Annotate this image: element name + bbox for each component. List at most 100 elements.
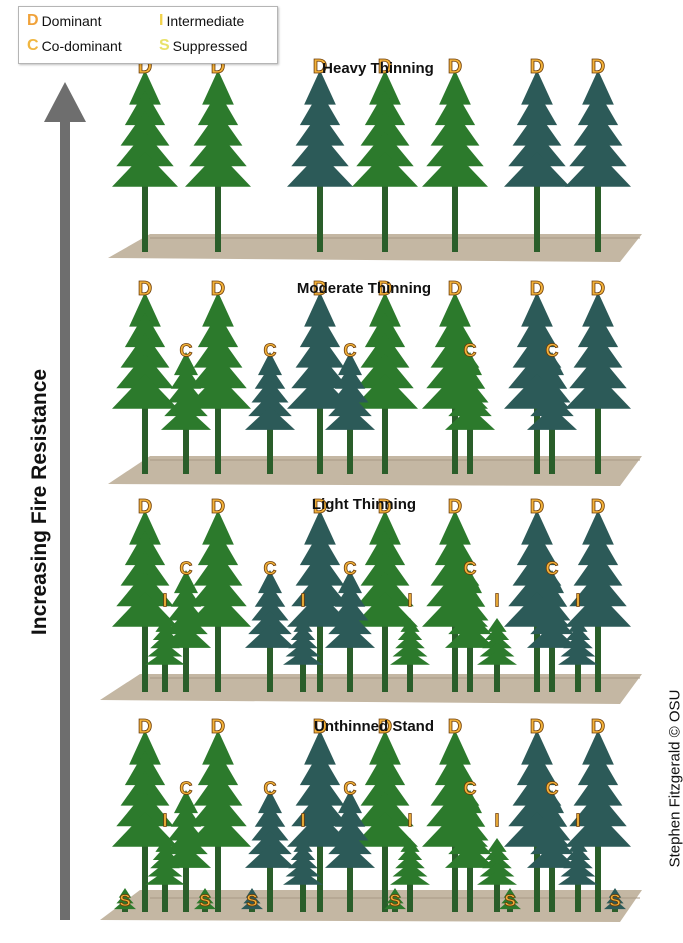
- tree-trunk: [382, 151, 388, 252]
- legend-item-suppressed: S Suppressed: [159, 37, 247, 55]
- tree-class-letter: D: [138, 278, 152, 300]
- tree-crown-tier: [331, 597, 369, 621]
- tree-crown-tier: [388, 888, 402, 898]
- tree-trunk: [347, 844, 353, 912]
- tree-crown-tier: [573, 551, 623, 586]
- tree-class-letter: D: [313, 496, 327, 518]
- tree-class-letter: D: [448, 496, 462, 518]
- tree-class-letter: C: [464, 340, 477, 360]
- tree-class-letter: C: [464, 558, 477, 578]
- ground-plot: [108, 456, 642, 486]
- tree-crown-tier: [360, 771, 410, 806]
- tree-class-letter: I: [575, 810, 580, 830]
- tree-crown-tier: [129, 510, 161, 545]
- tree-i-spruce: I: [145, 590, 185, 692]
- tree-class-letter: C: [180, 558, 193, 578]
- tree-trunk: [317, 811, 323, 912]
- tree-crown-tier: [334, 365, 366, 389]
- tree-crown-tier: [304, 730, 336, 765]
- tree-crown-tier: [283, 870, 323, 885]
- tree-crown-tier: [120, 771, 170, 806]
- tree-trunk: [347, 406, 353, 474]
- tree-crown-tier: [563, 854, 593, 869]
- tree-crown-tier: [558, 650, 598, 665]
- tree-class-letter: C: [264, 340, 277, 360]
- tree-trunk: [267, 624, 273, 692]
- tree-crown-tier: [422, 152, 488, 187]
- tree-crown-tier: [560, 642, 596, 657]
- tree-crown-tier: [290, 846, 316, 861]
- tree-crown-tier: [251, 379, 289, 403]
- tree-class-letter: D: [378, 496, 392, 518]
- tree-crown-tier: [439, 730, 471, 765]
- tree-class-letter: D: [211, 716, 225, 738]
- tree-crown-tier: [527, 844, 577, 868]
- tree-class-letter: D: [378, 716, 392, 738]
- tree-crown-tier: [174, 570, 198, 594]
- tree-crown-tier: [167, 379, 205, 403]
- tree-crown-tier: [331, 817, 369, 841]
- tree-crown-tier: [167, 817, 205, 841]
- tree-crown-tier: [147, 862, 183, 877]
- tree-crown-tier: [573, 111, 623, 146]
- tree-c-fir: C: [527, 340, 577, 474]
- tree-crown-tier: [193, 771, 243, 806]
- tree-trunk: [300, 650, 306, 692]
- tree-crown-tier: [155, 838, 175, 852]
- tree-d-spruce: D: [112, 278, 178, 474]
- tree-trunk: [467, 844, 473, 912]
- tree-c-fir: C: [325, 778, 375, 912]
- tree-c-fir: C: [245, 778, 295, 912]
- tree-crown-tier: [560, 862, 596, 877]
- tree-trunk: [215, 151, 221, 252]
- tree-crown-tier: [540, 352, 564, 376]
- tree-crown-tier: [258, 570, 282, 594]
- tree-crown-tier: [448, 831, 492, 855]
- tree-crown-tier: [116, 131, 174, 167]
- tree-crown-tier: [167, 597, 205, 621]
- tree-crown-tier: [293, 618, 313, 632]
- tree-crown-tier: [124, 312, 166, 348]
- tree-crown-tier: [516, 530, 558, 566]
- tree-crown-tier: [299, 312, 341, 348]
- tree-trunk: [142, 151, 148, 252]
- tree-crown-tier: [356, 571, 414, 607]
- tree-crown-tier: [147, 642, 183, 657]
- tree-crown-tier: [582, 730, 614, 765]
- tree-trunk: [382, 591, 388, 692]
- tree-crown-tier: [338, 570, 362, 594]
- tree-c-spruce: C: [161, 558, 211, 692]
- tree-crown-tier: [352, 374, 418, 409]
- tree-crown-tier: [116, 791, 174, 827]
- tree-crown-tier: [112, 592, 178, 627]
- tree-trunk: [595, 811, 601, 912]
- arrow-shaft: [60, 118, 70, 920]
- tree-trunk: [407, 870, 413, 912]
- tree-crown-tier: [521, 292, 553, 327]
- tree-d-spruce: D: [185, 56, 251, 252]
- tree-crown-tier: [533, 817, 571, 841]
- tree-d-spruce: D: [352, 496, 418, 692]
- tree-crown-tier: [196, 893, 214, 904]
- tree-crown-tier: [352, 592, 418, 627]
- tree-crown-tier: [325, 624, 375, 648]
- tree-d-fir: D: [565, 716, 631, 912]
- tree-d-spruce: D: [352, 56, 418, 252]
- tree-d-spruce: D: [185, 496, 251, 692]
- tree-crown-tier: [325, 844, 375, 868]
- tree-crown-tier: [530, 611, 574, 635]
- tree-crown-tier: [285, 642, 321, 657]
- tree-d-fir: D: [287, 496, 353, 692]
- panel-title-light: Light Thinning: [311, 496, 417, 513]
- tree-crown-tier: [248, 831, 292, 855]
- tree-crown-tier: [482, 634, 512, 649]
- tree-crown-tier: [193, 333, 243, 368]
- tree-class-letter: D: [448, 716, 462, 738]
- tree-trunk: [382, 811, 388, 912]
- tree-crown-tier: [170, 803, 202, 827]
- tree-crown-tier: [245, 888, 259, 898]
- tree-crown-tier: [390, 870, 430, 885]
- tree-crown-tier: [454, 583, 486, 607]
- tree-crown-tier: [124, 750, 166, 786]
